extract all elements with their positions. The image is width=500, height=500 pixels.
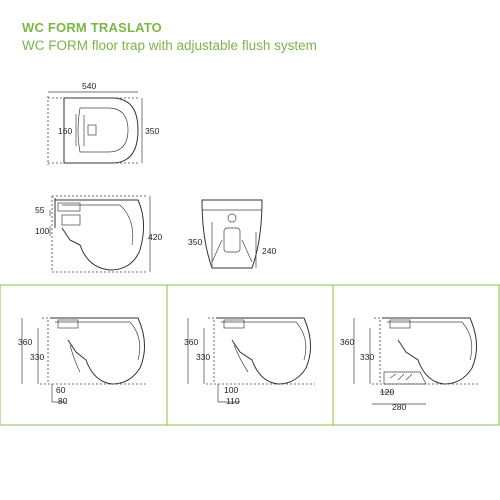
panel-2-bottom-outer: 110 bbox=[226, 396, 240, 406]
side-outlet-label: 100 bbox=[35, 226, 49, 236]
panel-3-bottom-outer: 280 bbox=[392, 402, 406, 412]
top-depth-label: 350 bbox=[145, 126, 159, 136]
panel-1-bottom-outer: 80 bbox=[58, 396, 68, 406]
top-width-label: 540 bbox=[82, 81, 96, 91]
panel-3-bottom-inner: 120 bbox=[380, 387, 394, 397]
side-height-label: 420 bbox=[148, 232, 162, 242]
panel-1: 360 330 60 80 bbox=[18, 317, 148, 406]
panel-2: 360 330 100 110 bbox=[184, 317, 315, 406]
panel-2-height-inner: 330 bbox=[196, 352, 210, 362]
panel-frame bbox=[0, 284, 500, 426]
top-hole-spacing-label: 160 bbox=[58, 126, 72, 136]
panel-2-bottom-inner: 100 bbox=[224, 385, 238, 395]
front-view: 350 240 bbox=[188, 199, 276, 269]
side-top-offset-label: 55 bbox=[35, 205, 45, 215]
panel-3-height-outer: 360 bbox=[340, 337, 354, 347]
panel-1-height-outer: 360 bbox=[18, 337, 32, 347]
panel-2-height-outer: 360 bbox=[184, 337, 198, 347]
top-view: 540 350 160 bbox=[47, 81, 159, 165]
panel-3-height-inner: 330 bbox=[360, 352, 374, 362]
panel-1-height-inner: 330 bbox=[30, 352, 44, 362]
product-title: WC FORM TRASLATO bbox=[22, 20, 162, 35]
front-height-label: 350 bbox=[188, 237, 202, 247]
front-inner-height-label: 240 bbox=[262, 246, 276, 256]
panel-1-bottom-inner: 60 bbox=[56, 385, 66, 395]
panel-3: 360 330 120 280 bbox=[340, 317, 480, 412]
product-subtitle: WC FORM floor trap with adjustable flush… bbox=[22, 38, 317, 53]
side-view: 55 100 420 bbox=[35, 195, 162, 273]
